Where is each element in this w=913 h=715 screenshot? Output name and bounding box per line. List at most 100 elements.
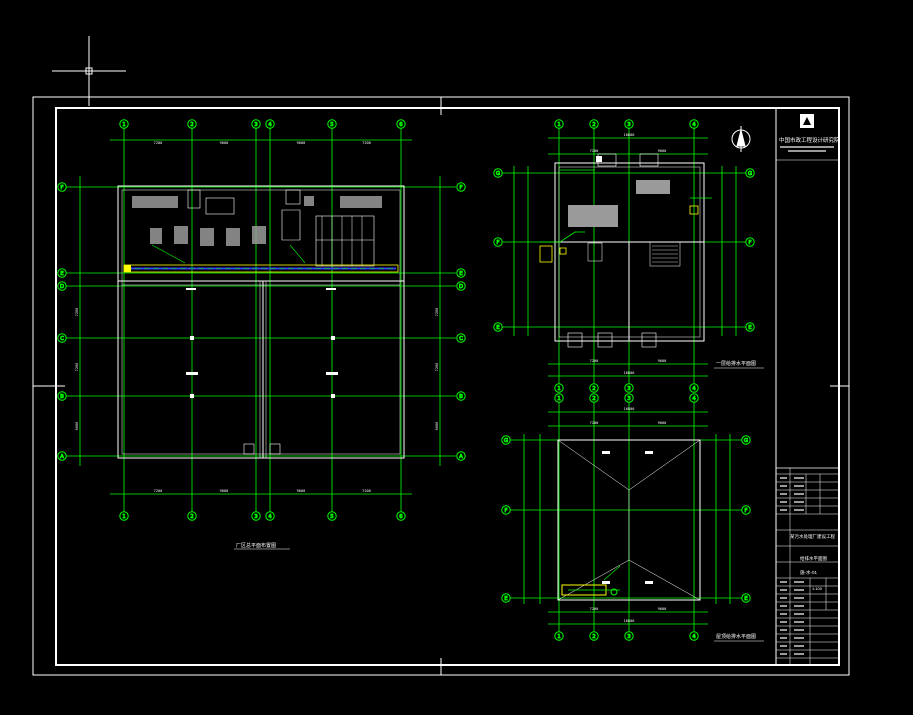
dim-top-label: 9600	[297, 141, 306, 145]
axis-bubble-bottom: 5	[327, 511, 337, 521]
svg-text:4: 4	[268, 514, 272, 520]
plan-left-walls	[117, 185, 405, 459]
labels-layer: 7200 7200 9600 9600 9600 9600 7200 7200 7200 7200…	[75, 133, 666, 623]
svg-text:4: 4	[268, 122, 272, 128]
plan-right-bottom-roof	[557, 439, 701, 601]
svg-text:F: F	[496, 240, 499, 246]
axis-bubble-right: E	[745, 322, 755, 332]
axis-bubble-right: B	[456, 391, 466, 401]
dim-top-label: 7200	[590, 149, 599, 153]
axis-bubble-right: E	[456, 268, 466, 278]
axis-bubble-bottom: 4	[689, 383, 699, 393]
svg-text:F: F	[748, 240, 751, 246]
axis-bubble-top: 5	[327, 119, 337, 129]
sheet-outer-border	[32, 96, 850, 676]
plan-right-bottom-labels	[602, 451, 653, 584]
axis-bubble-bottom: 2	[589, 631, 599, 641]
centre-marks	[33, 97, 849, 675]
axis-bubble-left: F	[493, 237, 503, 247]
crosshair-cursor-icon	[52, 36, 126, 106]
plan-left-upper-rooms	[187, 189, 375, 267]
svg-text:E: E	[60, 271, 64, 277]
svg-text:3: 3	[627, 634, 631, 640]
axis-bubble-left: A	[57, 451, 67, 461]
axis-bubble-bottom: 3	[624, 383, 634, 393]
axis-bubble-left: F	[57, 182, 67, 192]
axis-bubble-right: D	[456, 281, 466, 291]
svg-text:1: 1	[122, 122, 126, 128]
axis-bubble-bottom: 1	[554, 383, 564, 393]
svg-text:2: 2	[190, 122, 194, 128]
svg-text:E: E	[744, 596, 748, 602]
plan-left-caption: 厂区总平面布置图	[236, 542, 276, 549]
dim-left-label: 7200	[75, 363, 79, 372]
dim-bottom-label: 9600	[297, 489, 306, 493]
axis-bubble-bottom: 4	[265, 511, 275, 521]
svg-text:C: C	[459, 336, 463, 342]
plan-left-pipe	[123, 244, 399, 273]
axis-bubble-bottom: 4	[689, 631, 699, 641]
axis-bubble-top: 1	[554, 393, 564, 403]
svg-text:G: G	[496, 171, 500, 177]
svg-text:E: E	[459, 271, 463, 277]
svg-text:2: 2	[190, 514, 194, 520]
axis-bubble-left: E	[57, 268, 67, 278]
axis-bubble-left: G	[501, 435, 511, 445]
title-block: 中国市政工程设计研究院 某污水处理厂建设工程 给排水平面图 施-水-01 1:1…	[775, 108, 840, 665]
dim-right-label: 7200	[435, 308, 439, 317]
svg-text:F: F	[504, 508, 507, 514]
axis-bubble-top: 3	[251, 119, 261, 129]
plan-right-bottom-drain	[561, 565, 621, 596]
company-name: 中国市政工程设计研究院	[779, 136, 840, 144]
dim-total-label: 16800	[624, 619, 635, 623]
svg-text:3: 3	[627, 386, 631, 392]
dim-top-label: 7200	[154, 141, 163, 145]
plan-left-small-labels	[186, 288, 338, 375]
plan-left-columns	[190, 336, 335, 455]
dim-right-label: 7200	[435, 363, 439, 372]
svg-text:G: G	[504, 438, 508, 444]
svg-text:6: 6	[399, 122, 403, 128]
axis-bubble-bottom: 3	[251, 511, 261, 521]
svg-text:A: A	[60, 454, 64, 460]
axis-bubble-right: G	[745, 168, 755, 178]
svg-text:E: E	[748, 325, 752, 331]
dim-total-label: 16800	[624, 407, 635, 411]
axis-bubble-bottom: 1	[554, 631, 564, 641]
axis-bubble-top: 4	[689, 119, 699, 129]
svg-text:2: 2	[592, 634, 596, 640]
svg-text:C: C	[60, 336, 64, 342]
axis-bubble-top: 6	[396, 119, 406, 129]
svg-text:D: D	[60, 284, 64, 290]
axis-bubble-bottom: 1	[119, 511, 129, 521]
svg-text:1: 1	[557, 634, 561, 640]
dim-bottom-label: 9600	[658, 607, 667, 611]
dim-total-label: 16800	[624, 371, 635, 375]
svg-text:B: B	[459, 394, 463, 400]
svg-text:4: 4	[692, 386, 696, 392]
plan-right-top-pipes	[539, 169, 712, 263]
svg-text:1: 1	[557, 122, 561, 128]
axis-bubble-top: 2	[589, 119, 599, 129]
axis-bubble-top: 1	[119, 119, 129, 129]
axis-bubble-right: C	[456, 333, 466, 343]
dim-left-label: 7200	[75, 308, 79, 317]
axis-bubble-top: 4	[265, 119, 275, 129]
dim-bottom-label: 9600	[658, 359, 667, 363]
axis-bubble-bottom: 2	[589, 383, 599, 393]
axis-bubble-right: F	[745, 237, 755, 247]
dim-bottom-label: 7200	[590, 359, 599, 363]
svg-text:F: F	[459, 185, 462, 191]
company-logo-icon	[800, 114, 814, 128]
plan-right-top-walls	[554, 153, 705, 348]
svg-text:6: 6	[399, 514, 403, 520]
svg-text:5: 5	[330, 122, 334, 128]
axis-bubble-left: B	[57, 391, 67, 401]
drawing-number: 施-水-01	[800, 569, 817, 576]
